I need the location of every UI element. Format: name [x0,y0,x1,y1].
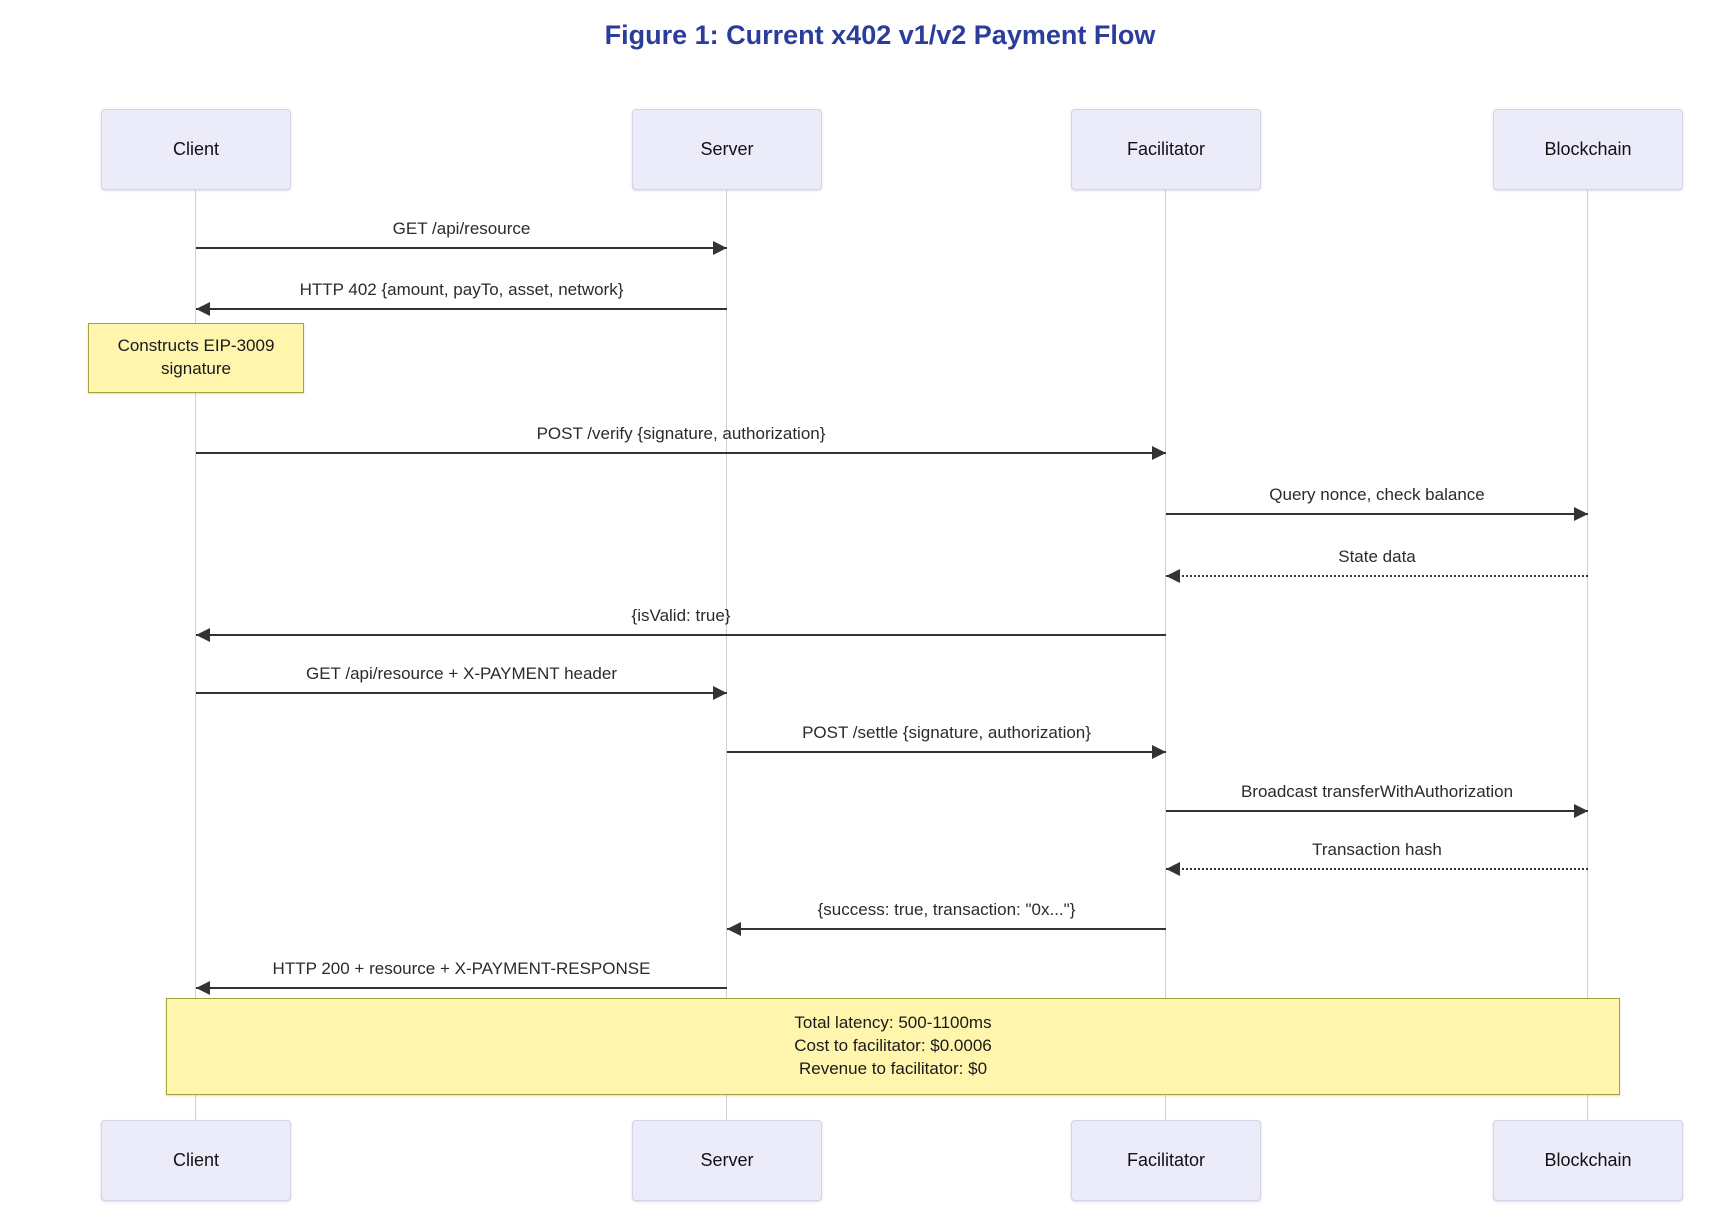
message-label: State data [1338,547,1416,566]
summary-note-line: Cost to facilitator: $0.0006 [794,1036,992,1056]
actor-label: Server [700,1150,754,1170]
actor-server-bottom: Server [632,1120,822,1201]
message-arrowhead [1166,862,1180,876]
message-line [1166,575,1588,577]
message-arrowhead [1574,507,1588,521]
message-arrowhead [1152,446,1166,460]
actor-blockchain-top: Blockchain [1493,109,1683,190]
actor-label: Server [700,139,754,159]
figure-title: Figure 1: Current x402 v1/v2 Payment Flo… [604,20,1156,50]
summary-note-line: Total latency: 500-1100ms [794,1013,992,1033]
message-label: {isValid: true} [631,606,731,625]
lifeline-server [726,190,727,1120]
message-line [1166,868,1588,870]
actor-label: Facilitator [1126,139,1206,159]
message-line [196,247,727,249]
inline-note: Constructs EIP-3009 signature [88,323,304,393]
actor-server-top: Server [632,109,822,190]
inline-note-line: signature [161,359,231,378]
message-label: Query nonce, check balance [1269,485,1485,504]
lifeline-facilitator [1165,190,1166,1120]
message-line [196,452,1166,454]
actor-client-top: Client [101,109,291,190]
message-line [727,928,1166,930]
message-arrowhead [1166,569,1180,583]
message-label: GET /api/resource [392,219,531,238]
message-arrowhead [713,241,727,255]
message-arrowhead [196,302,210,316]
message-label: HTTP 402 {amount, payTo, asset, network} [299,280,624,299]
actor-label: Client [172,139,220,159]
message-arrowhead [713,686,727,700]
actor-client-bottom: Client [101,1120,291,1201]
message-line [196,692,727,694]
message-label: Transaction hash [1312,840,1442,859]
actor-label: Client [172,1150,220,1170]
actor-label: Facilitator [1126,1150,1206,1170]
message-line [196,987,727,989]
message-arrowhead [1574,804,1588,818]
message-label: HTTP 200 + resource + X-PAYMENT-RESPONSE [272,959,651,978]
actor-facilitator-top: Facilitator [1071,109,1261,190]
message-label: POST /verify {signature, authorization} [536,424,826,443]
lifeline-blockchain [1587,190,1588,1120]
message-label: GET /api/resource + X-PAYMENT header [305,664,618,683]
message-label: Broadcast transferWithAuthorization [1240,782,1514,801]
message-line [1166,513,1588,515]
message-line [727,751,1166,753]
message-line [196,308,727,310]
actor-label: Blockchain [1544,139,1632,159]
message-arrowhead [1152,745,1166,759]
actor-blockchain-bottom: Blockchain [1493,1120,1683,1201]
message-label: POST /settle {signature, authorization} [802,723,1091,742]
summary-note-line: Revenue to facilitator: $0 [798,1058,988,1078]
lifeline-client [195,190,196,1120]
message-label: {success: true, transaction: "0x..."} [817,900,1076,919]
message-line [196,634,1166,636]
message-line [1166,810,1588,812]
actor-label: Blockchain [1544,1150,1632,1170]
message-arrowhead [727,922,741,936]
actor-facilitator-bottom: Facilitator [1071,1120,1261,1201]
message-arrowhead [196,981,210,995]
message-arrowhead [196,628,210,642]
inline-note-line: Constructs EIP-3009 [117,336,275,356]
